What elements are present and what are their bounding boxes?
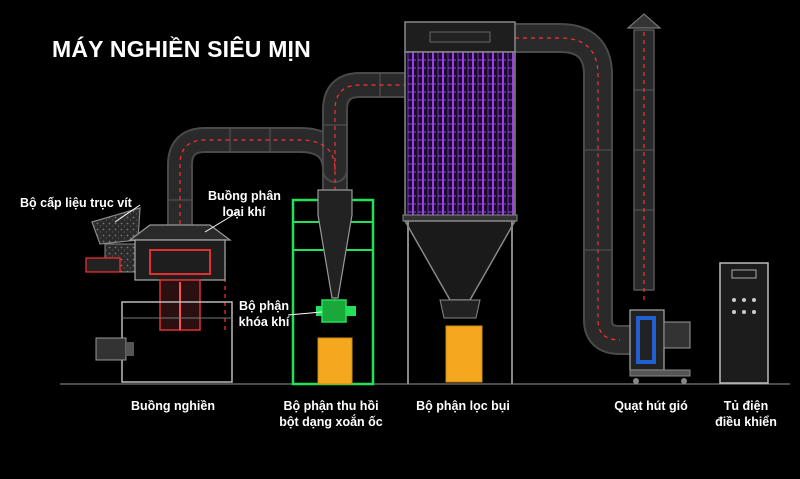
control-cabinet-label: Tủ điện điều khiển [710, 398, 782, 430]
classifier-label-line1: Buồng phân [208, 189, 281, 203]
control-cabinet [719, 262, 769, 384]
grinder-assembly [85, 207, 233, 383]
stack-cap [626, 13, 662, 29]
grinding-chamber-label: Buồng nghiền [130, 399, 215, 413]
airlock-label: Bộ phận khóa khí [236, 298, 292, 330]
airlock-label-line2: khóa khí [238, 315, 290, 329]
control-cabinet-label-line2: điều khiển [715, 415, 777, 429]
bag-filter-unit [402, 21, 518, 384]
control-cabinet-label-line1: Tủ điện [723, 399, 769, 413]
cyclone-label-line2: bột dạng xoắn ốc [279, 415, 383, 429]
classifier-label: Buồng phân loại khí [208, 188, 281, 220]
classifier-label-line2: loại khí [222, 205, 266, 219]
suction-fan [629, 309, 691, 384]
cyclone-label: Bộ phận thu hồi bột dạng xoắn ốc [272, 398, 390, 430]
cyclone-collector [291, 189, 375, 386]
screw-feeder-label: Bộ cấp liệu trục vít [20, 196, 132, 210]
dust-filter-label: Bộ phận lọc bụi [416, 399, 510, 413]
airlock-label-line1: Bộ phận [239, 299, 289, 313]
fan-label: Quạt hút gió [614, 399, 688, 413]
diagram-title: MÁY NGHIỀN SIÊU MỊN [52, 36, 311, 62]
label-pointers [114, 204, 323, 316]
cyclone-label-line1: Bộ phận thu hồi [283, 399, 379, 413]
